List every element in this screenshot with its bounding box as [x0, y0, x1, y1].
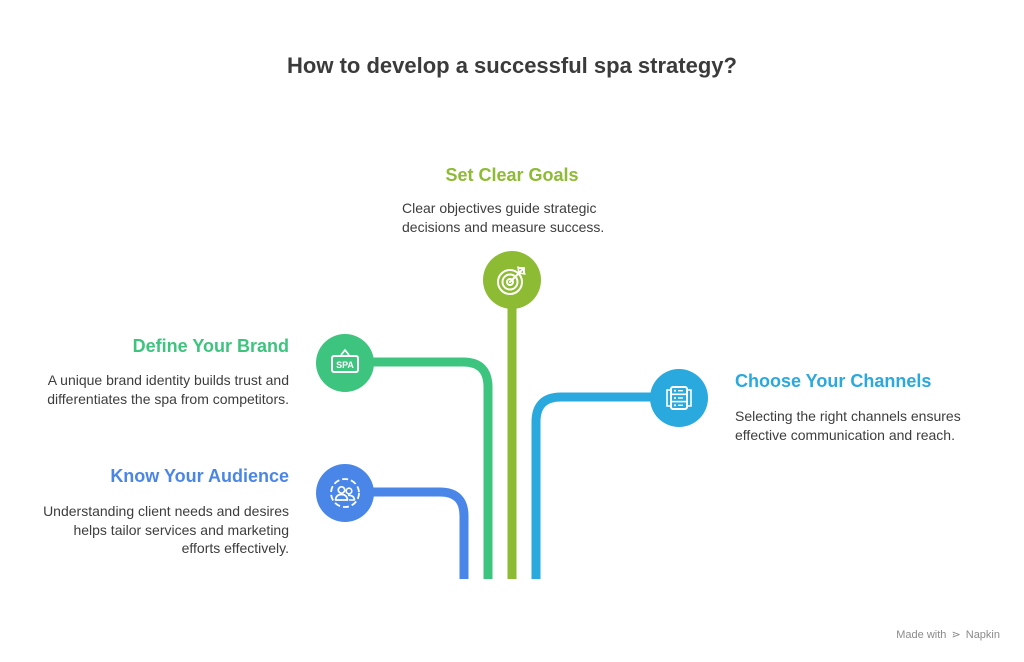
footer-brand: Napkin	[965, 629, 1000, 641]
audience-heading: Know Your Audience	[110, 466, 289, 486]
page-title: How to develop a successful spa strategy…	[287, 53, 737, 78]
audience-connector	[373, 487, 469, 579]
audience-description: Understanding client needs and desires h…	[43, 503, 289, 556]
footer-made-with: Made with	[896, 629, 947, 641]
spa-sign-text: SPA	[336, 360, 354, 370]
target-icon	[483, 251, 541, 309]
brand-description: A unique brand identity builds trust and…	[47, 372, 289, 407]
channels-connector	[531, 392, 651, 579]
napkin-logo-icon: ⋗	[951, 629, 961, 641]
goals-heading: Set Clear Goals	[445, 165, 579, 185]
channels-heading: Choose Your Channels	[735, 371, 932, 391]
goals-description: Clear objectives guide strategic decisio…	[402, 200, 605, 235]
server-icon	[650, 369, 708, 427]
channels-description: Selecting the right channels ensures eff…	[735, 408, 961, 443]
brand-connector	[373, 357, 493, 579]
footer-credit: Made with ⋗ Napkin	[896, 628, 1000, 641]
spa-sign-icon: SPA	[316, 334, 374, 392]
brand-heading: Define Your Brand	[132, 336, 289, 356]
users-icon	[316, 464, 374, 522]
